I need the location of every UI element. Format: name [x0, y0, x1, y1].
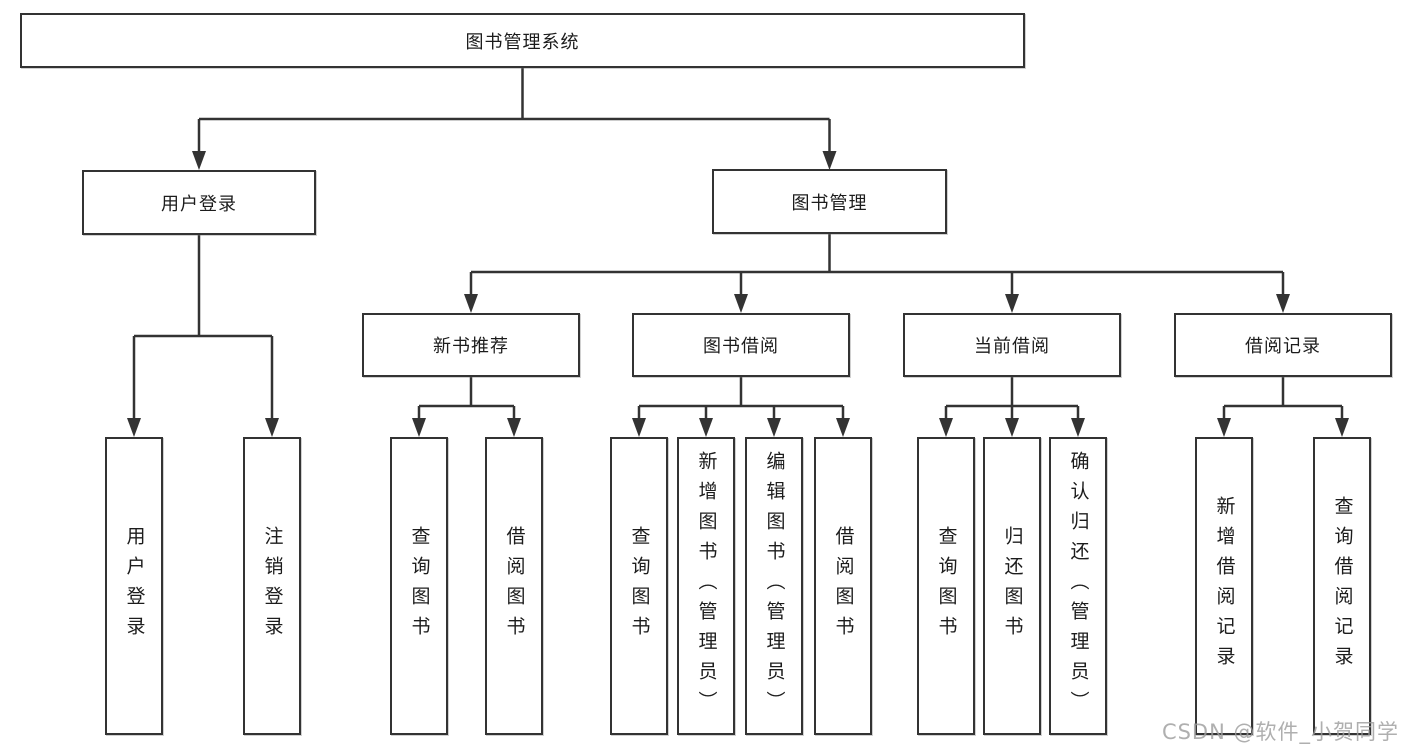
- leaf-confirm-return-admin-label: 确认归还（管理员）: [1067, 451, 1090, 721]
- leaf-query-books-recommend: 查询图书: [390, 437, 448, 735]
- leaf-query-borrow-record-label: 查询借阅记录: [1331, 496, 1354, 676]
- leaf-query-books-borrowing: 查询图书: [610, 437, 668, 735]
- node-current-borrowing-label: 当前借阅: [974, 336, 1050, 357]
- leaf-add-borrow-record-label: 新增借阅记录: [1213, 496, 1236, 676]
- leaf-borrow-books-recommend: 借阅图书: [485, 437, 543, 735]
- node-borrow-records-label: 借阅记录: [1245, 336, 1321, 357]
- node-user-login: 用户登录: [82, 170, 316, 235]
- leaf-logout-label: 注销登录: [261, 526, 284, 646]
- node-book-management: 图书管理: [712, 169, 947, 234]
- leaf-query-books-recommend-label: 查询图书: [408, 526, 431, 646]
- leaf-edit-books-admin: 编辑图书（管理员）: [745, 437, 803, 735]
- node-new-book-recommend-label: 新书推荐: [433, 336, 509, 357]
- node-book-management-label: 图书管理: [791, 192, 868, 214]
- node-library-system-label: 图书管理系统: [465, 31, 580, 53]
- leaf-user-login-label: 用户登录: [123, 526, 146, 646]
- leaf-add-borrow-record: 新增借阅记录: [1195, 437, 1253, 735]
- node-user-login-label: 用户登录: [161, 193, 237, 215]
- leaf-confirm-return-admin: 确认归还（管理员）: [1049, 437, 1107, 735]
- leaf-query-books-current: 查询图书: [917, 437, 975, 735]
- leaf-query-books-borrowing-label: 查询图书: [628, 526, 651, 646]
- leaf-borrow-books-borrowing-label: 借阅图书: [832, 526, 855, 646]
- node-current-borrowing: 当前借阅: [903, 313, 1121, 377]
- node-borrow-records: 借阅记录: [1174, 313, 1392, 377]
- csdn-watermark: CSDN @软件_小贺同学: [1161, 720, 1399, 744]
- leaf-query-books-current-label: 查询图书: [935, 526, 958, 646]
- node-new-book-recommend: 新书推荐: [362, 313, 580, 377]
- leaf-borrow-books-recommend-label: 借阅图书: [503, 526, 526, 646]
- node-book-borrowing: 图书借阅: [632, 313, 850, 377]
- leaf-query-borrow-record: 查询借阅记录: [1313, 437, 1371, 735]
- leaf-add-books-admin: 新增图书（管理员）: [677, 437, 735, 735]
- leaf-edit-books-admin-label: 编辑图书（管理员）: [763, 451, 786, 721]
- leaf-add-books-admin-label: 新增图书（管理员）: [695, 451, 718, 721]
- leaf-return-books-label: 归还图书: [1001, 526, 1024, 646]
- node-book-borrowing-label: 图书借阅: [703, 336, 779, 357]
- leaf-user-login: 用户登录: [105, 437, 163, 735]
- arrowhead-icons: [127, 151, 1349, 437]
- leaf-return-books: 归还图书: [983, 437, 1041, 735]
- node-library-system: 图书管理系统: [20, 13, 1025, 68]
- leaf-logout: 注销登录: [243, 437, 301, 735]
- leaf-borrow-books-borrowing: 借阅图书: [814, 437, 872, 735]
